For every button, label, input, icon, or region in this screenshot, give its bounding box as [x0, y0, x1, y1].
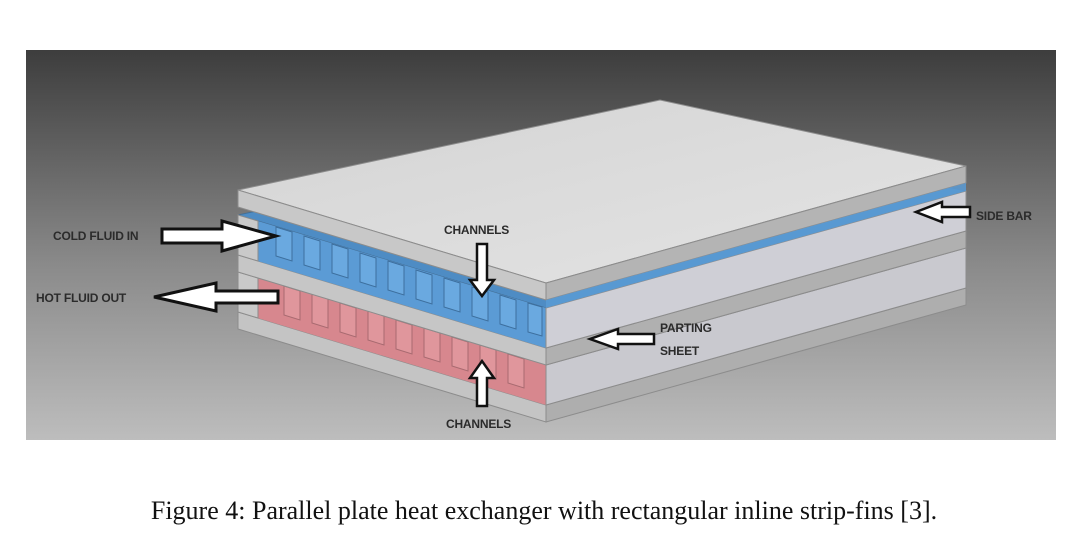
hot-fluid-out-arrow: [153, 281, 280, 313]
parting-sheet-arrow: [586, 327, 656, 351]
label-hot-fluid-out: HOT FLUID OUT: [36, 291, 127, 305]
heat-exchanger-figure: COLD FLUID IN HOT FLUID OUT CHANNELS CHA…: [26, 50, 1056, 440]
channels-bottom-arrow: [467, 358, 497, 408]
label-side-bar: SIDE BAR: [976, 209, 1032, 223]
label-channels-top: CHANNELS: [444, 223, 509, 237]
cold-channel-fins: [275, 226, 543, 337]
label-parting-line2: SHEET: [660, 344, 700, 358]
heat-exchanger-diagram: COLD FLUID IN HOT FLUID OUT CHANNELS CHA…: [26, 50, 1056, 440]
side-bar-arrow: [912, 200, 972, 224]
label-channels-bottom: CHANNELS: [446, 417, 511, 431]
label-parting-line1: PARTING: [660, 321, 712, 335]
channels-top-arrow: [467, 242, 497, 299]
figure-caption: Figure 4: Parallel plate heat exchanger …: [150, 496, 938, 525]
cold-fluid-in-arrow: [160, 219, 282, 253]
label-cold-fluid-in: COLD FLUID IN: [53, 229, 138, 243]
top-plate: [237, 99, 967, 308]
